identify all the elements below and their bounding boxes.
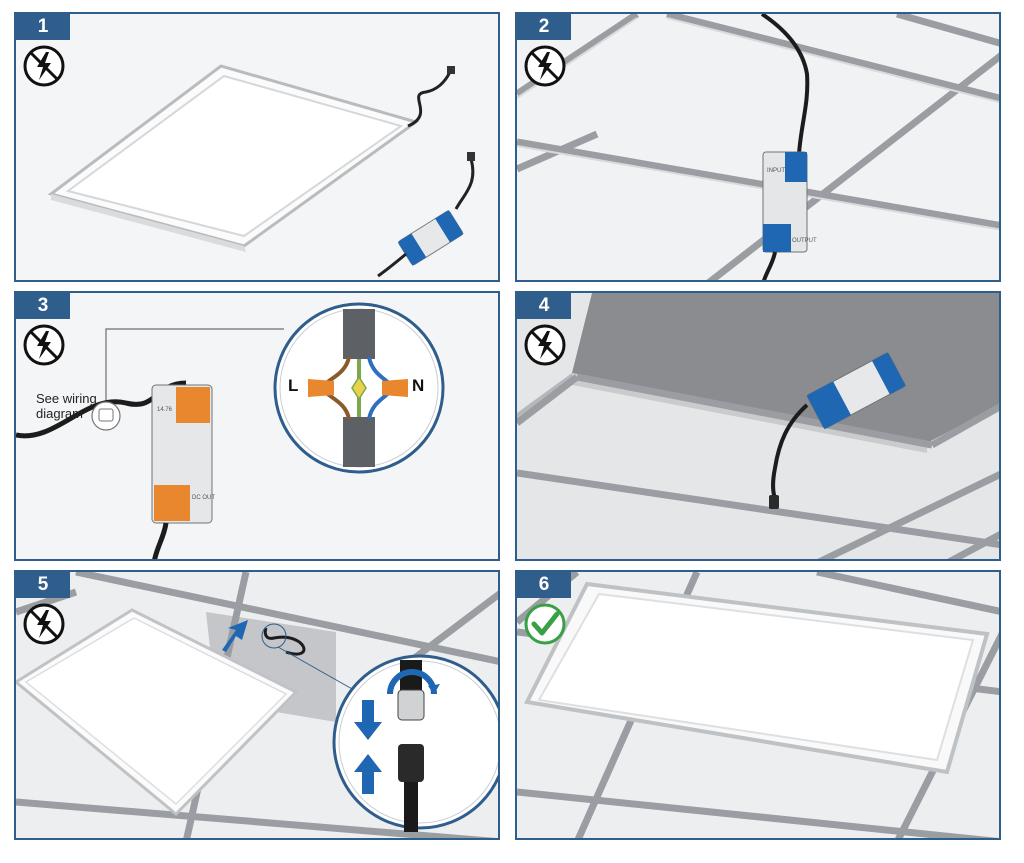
step-number-badge: 6 xyxy=(517,572,571,598)
step-number-badge: 5 xyxy=(16,572,70,598)
step-panel-3: 3 14.76 DC OUT See wiring diagram L N xyxy=(14,291,500,561)
svg-text:DC OUT: DC OUT xyxy=(192,495,215,501)
connect-panel-plug-illustration xyxy=(16,572,498,838)
wiring-connection-illustration: 14.76 DC OUT xyxy=(16,293,498,559)
svg-text:14.76: 14.76 xyxy=(157,407,173,413)
led-panel-unpacked-illustration xyxy=(16,14,498,280)
live-wire-label: L xyxy=(288,376,299,395)
svg-text:OUTPUT: OUTPUT xyxy=(792,238,817,244)
neutral-wire-label: N xyxy=(412,376,425,395)
driver-through-ceiling-grid-illustration: INPUT OUTPUT xyxy=(517,14,999,280)
installed-panel-illustration xyxy=(517,572,999,838)
step-number-badge: 4 xyxy=(517,293,571,319)
step-panel-1: 1 xyxy=(14,12,500,282)
step-panel-4: 4 xyxy=(515,291,1001,561)
step-panel-6: 6 xyxy=(515,570,1001,840)
no-power-icon xyxy=(23,324,65,366)
no-power-icon xyxy=(23,603,65,645)
no-power-icon xyxy=(524,45,566,87)
checkmark-icon xyxy=(524,603,566,645)
step-panel-5: 5 xyxy=(14,570,500,840)
wiring-callout-text: See wiring diagram xyxy=(36,391,97,421)
driver-placed-above-ceiling-illustration xyxy=(517,293,999,559)
step-number-badge: 2 xyxy=(517,14,571,40)
svg-text:INPUT: INPUT xyxy=(767,168,785,174)
step-number-badge: 3 xyxy=(16,293,70,319)
no-power-icon xyxy=(23,45,65,87)
step-number-badge: 1 xyxy=(16,14,70,40)
no-power-icon xyxy=(524,324,566,366)
step-panel-2: 2 INPUT OUTPUT xyxy=(515,12,1001,282)
